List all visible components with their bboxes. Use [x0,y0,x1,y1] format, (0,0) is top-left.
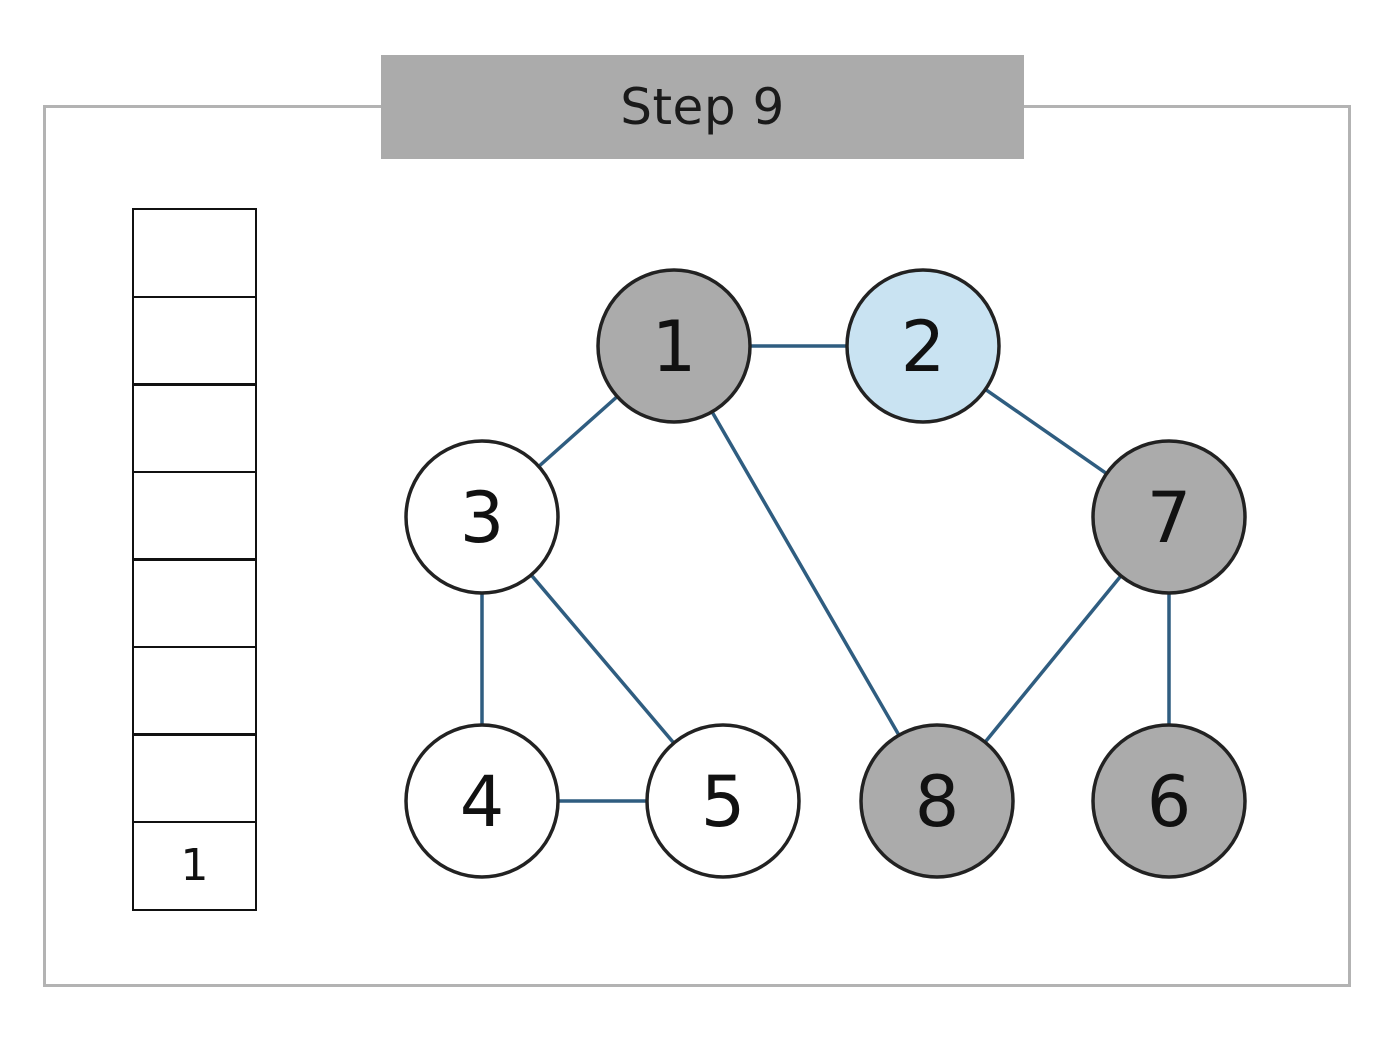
node-2: 2 [845,268,1001,424]
node-label: 6 [1147,761,1192,843]
node-circle [596,268,752,424]
node-label: 2 [901,306,946,388]
node-label: 4 [460,761,505,843]
stack-cell: 1 [132,820,257,911]
node-5: 5 [645,723,801,879]
nodes-layer: 1 2 3 7 4 5 8 6 [404,268,1247,879]
node-circle [845,268,1001,424]
node-circle [859,723,1015,879]
node-label: 8 [915,761,960,843]
node-circle [404,723,560,879]
node-label: 1 [652,306,697,388]
node-8: 8 [859,723,1015,879]
edges-layer [480,344,1171,803]
node-label: 7 [1147,477,1192,559]
stack-column: 1 [132,208,257,911]
node-circle [1091,723,1247,879]
node-1: 1 [596,268,752,424]
node-7: 7 [1091,439,1247,595]
step-title-banner: Step 9 [381,55,1024,159]
node-6: 6 [1091,723,1247,879]
node-label: 5 [701,761,746,843]
node-3: 3 [404,439,560,595]
node-circle [404,439,560,595]
node-label: 3 [460,477,505,559]
node-circle [1091,439,1247,595]
step-title: Step 9 [620,78,785,136]
node-circle [645,723,801,879]
edge-1-8 [672,345,939,802]
node-4: 4 [404,723,560,879]
